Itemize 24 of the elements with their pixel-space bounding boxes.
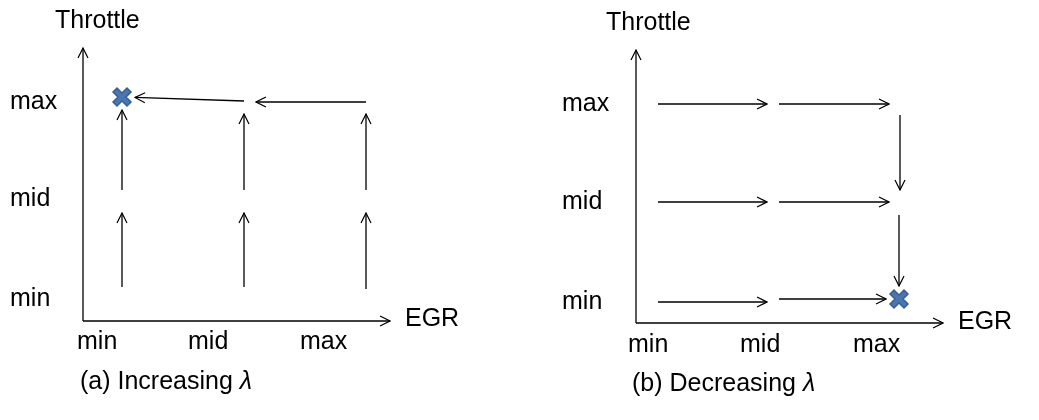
tick-label: max: [853, 331, 901, 356]
axis-title: Throttle: [606, 9, 691, 34]
tick-label: min: [562, 288, 603, 313]
tick-label: mid: [10, 185, 51, 210]
arrow: [778, 293, 887, 305]
axis-title: Throttle: [55, 7, 140, 32]
axis-title: EGR: [405, 305, 460, 330]
axis-title: EGR: [958, 308, 1013, 333]
tick-label: mid: [562, 188, 603, 213]
arrow: [893, 214, 905, 287]
arrow: [134, 92, 245, 104]
tick-label: max: [562, 90, 610, 115]
panel-caption: (b) Decreasing λ: [632, 370, 816, 395]
tick-label: max: [300, 328, 348, 353]
cross-mark: [109, 84, 135, 110]
panel-caption: (a) Increasing λ: [80, 368, 253, 393]
tick-label: min: [77, 328, 118, 353]
tick-label: min: [10, 285, 51, 310]
tick-label: mid: [188, 328, 229, 353]
cross-mark: [886, 286, 912, 312]
tick-label: min: [628, 331, 669, 356]
tick-label: max: [10, 88, 58, 113]
tick-label: mid: [740, 331, 781, 356]
arrow: [116, 109, 128, 191]
